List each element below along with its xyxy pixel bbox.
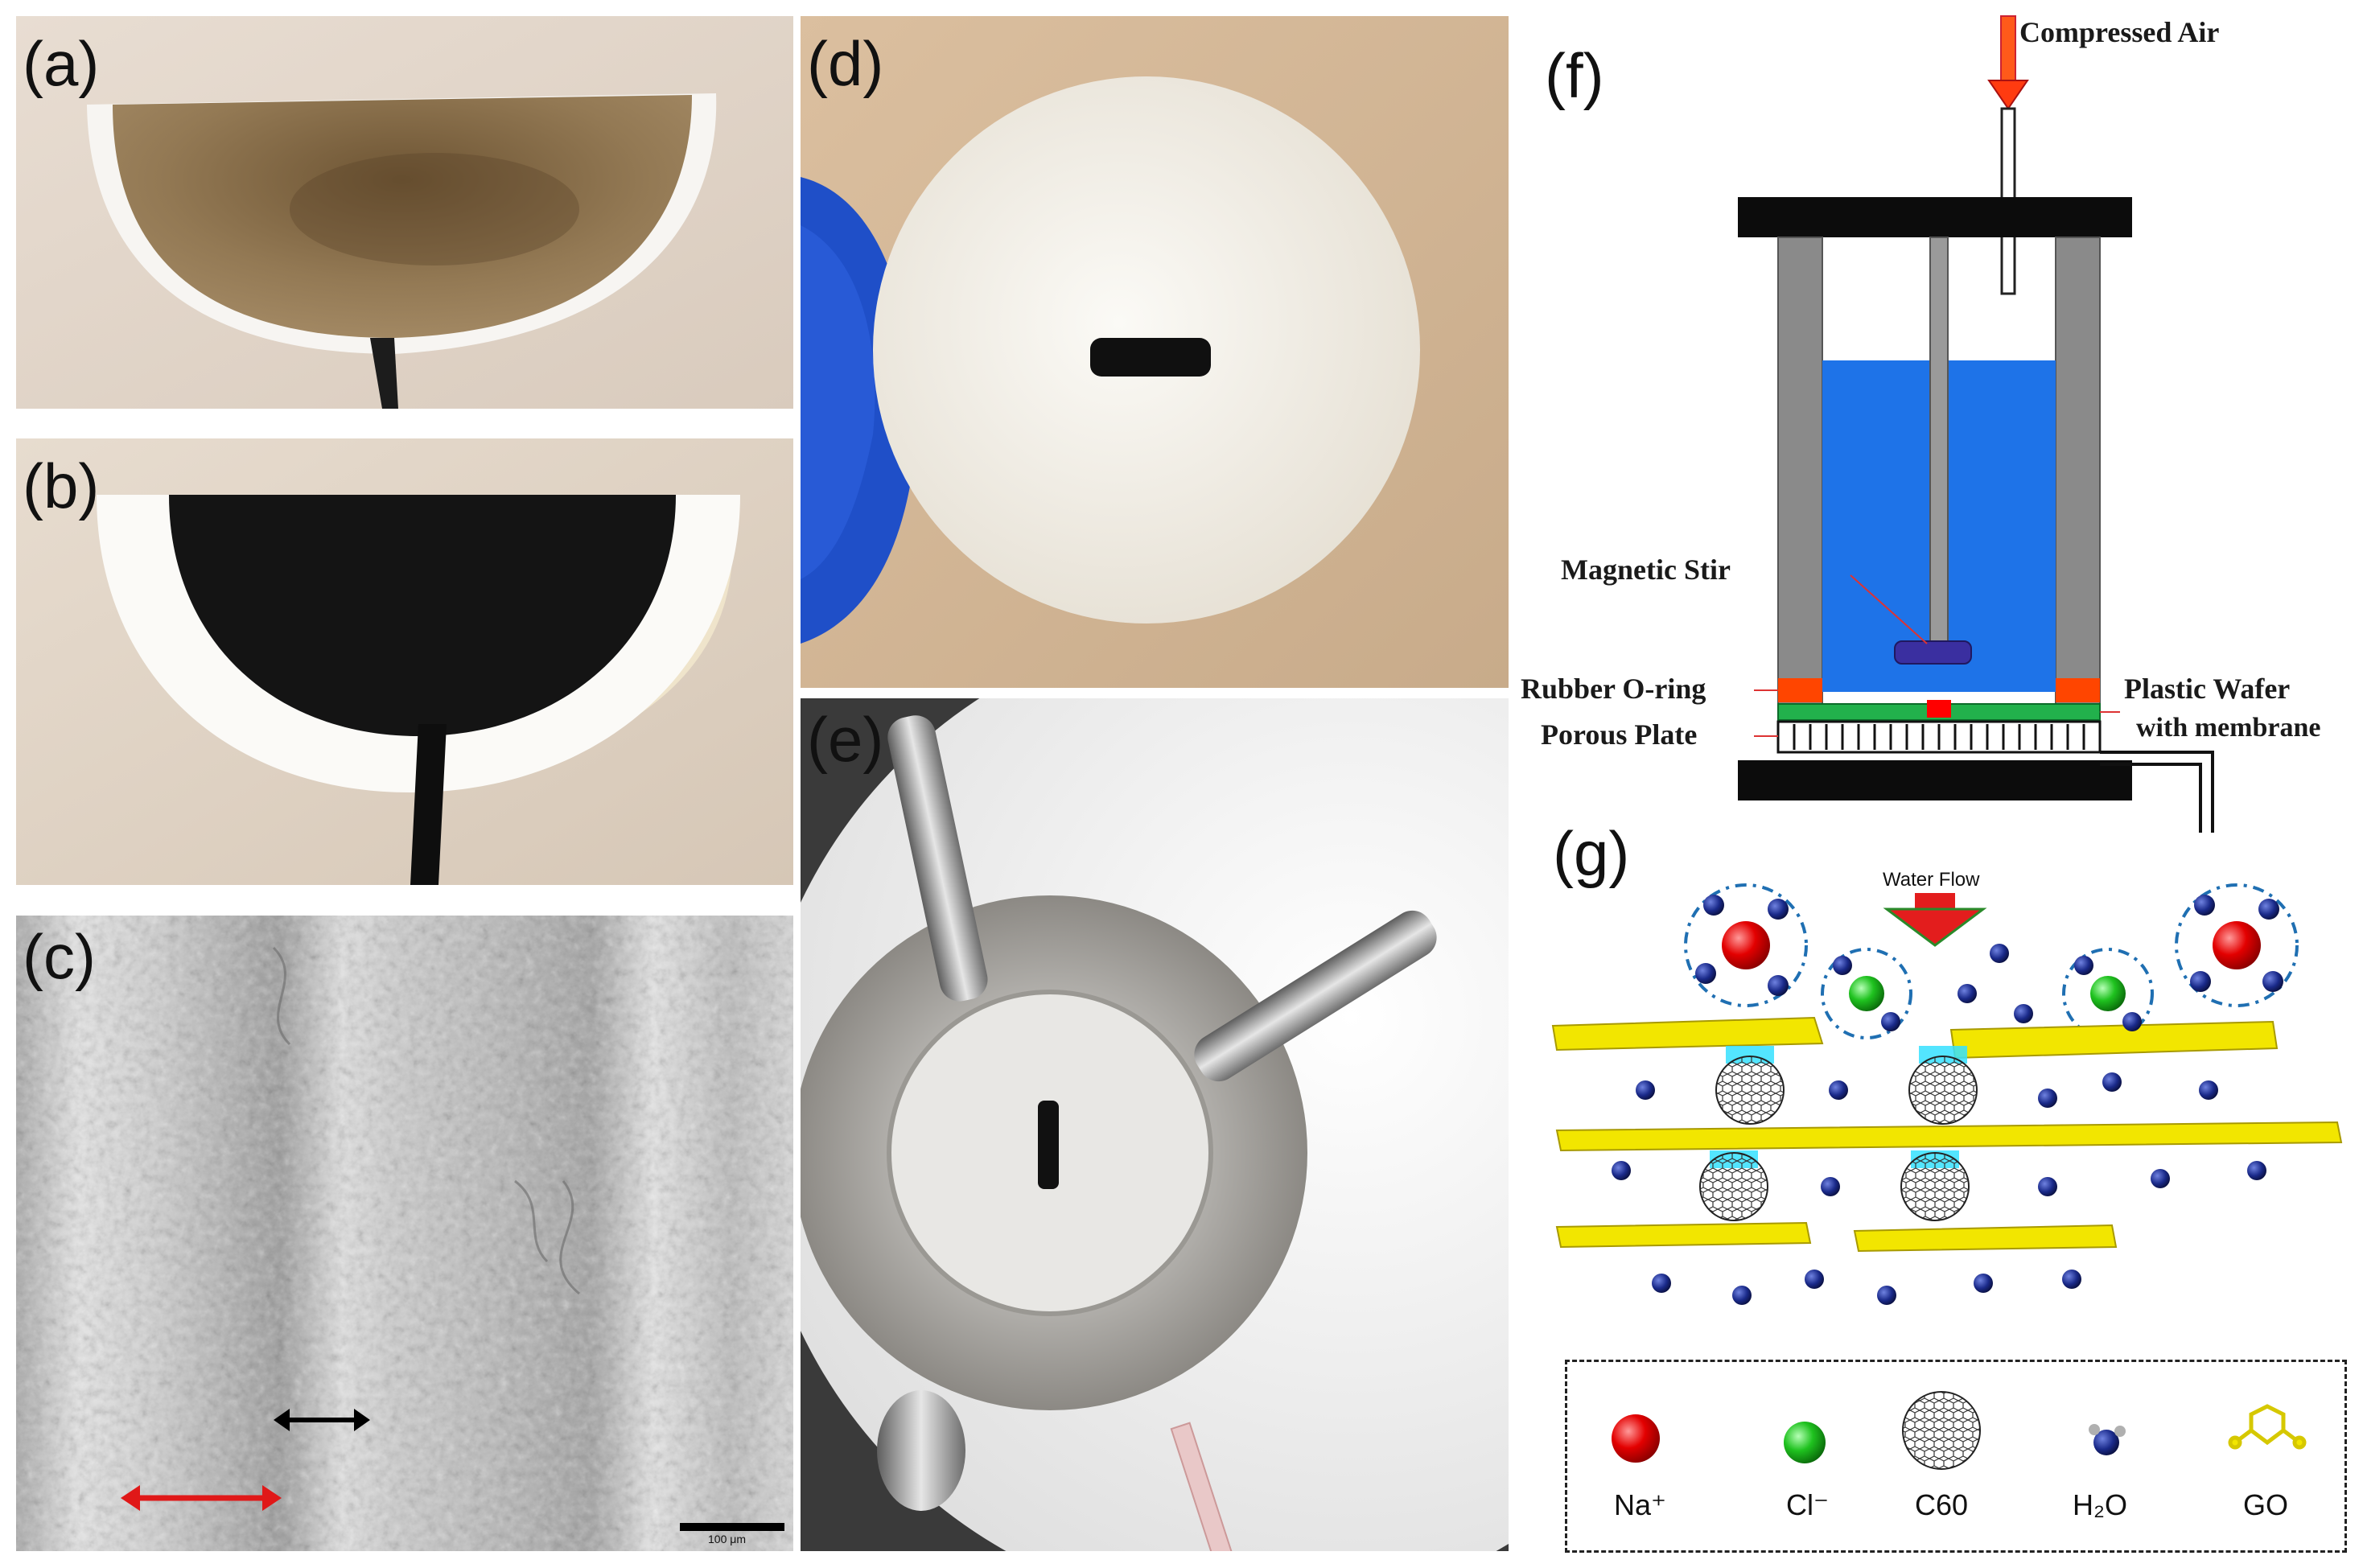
legend-go-icon <box>2228 1404 2307 1450</box>
water-flow-label: Water Flow <box>1883 869 1980 891</box>
panel-c-label: (c) <box>23 921 96 992</box>
legend-go-label: GO <box>2243 1488 2289 1521</box>
legend-na-label: Na⁺ <box>1614 1488 1667 1521</box>
panel-f-diagram <box>1521 0 2357 833</box>
legend-c60-label: C60 <box>1915 1488 1969 1521</box>
magnetic-stir-label: Magnetic Stir <box>1561 554 1731 586</box>
legend-cl-icon <box>1784 1422 1826 1463</box>
legend-symbols <box>1612 1391 2307 1470</box>
panel-e-label: (e) <box>807 704 884 775</box>
panel-b-label: (b) <box>23 451 100 521</box>
rubber-oring-label: Rubber O-ring <box>1521 673 1706 705</box>
panel-b-photo <box>16 438 793 885</box>
panel-d-photo <box>801 16 1509 688</box>
panel-a-photo <box>16 16 793 409</box>
panel-e-photo <box>801 698 1509 1551</box>
legend-cl-label: Cl⁻ <box>1786 1488 1829 1521</box>
panel-d-label: (d) <box>807 28 884 99</box>
scale-bar-label: 100 μm <box>708 1533 746 1545</box>
legend-h2o-label: H₂O <box>2073 1488 2127 1521</box>
legend-c60-icon <box>1902 1391 1981 1470</box>
compressed-air-label: Compressed Air <box>2019 16 2220 48</box>
panel-g-diagram <box>1549 833 2357 1331</box>
scale-bar <box>680 1523 784 1531</box>
legend-box: Na⁺ Cl⁻ C60 H₂O GO <box>1565 1360 2347 1553</box>
panel-c-sem-image <box>16 916 793 1551</box>
black-width-arrow <box>274 1409 370 1431</box>
panel-g-label: (g) <box>1553 818 1630 889</box>
legend-na-icon <box>1612 1414 1660 1463</box>
plastic-wafer-label-line1: Plastic Wafer <box>2124 673 2291 705</box>
porous-plate-label: Porous Plate <box>1541 718 1698 751</box>
panel-a-label: (a) <box>23 28 100 99</box>
red-width-arrow <box>121 1485 282 1511</box>
plastic-wafer-label-line2: with membrane <box>2136 713 2321 743</box>
panel-f-label: (f) <box>1545 40 1604 111</box>
legend-h2o-icon <box>2089 1424 2126 1455</box>
